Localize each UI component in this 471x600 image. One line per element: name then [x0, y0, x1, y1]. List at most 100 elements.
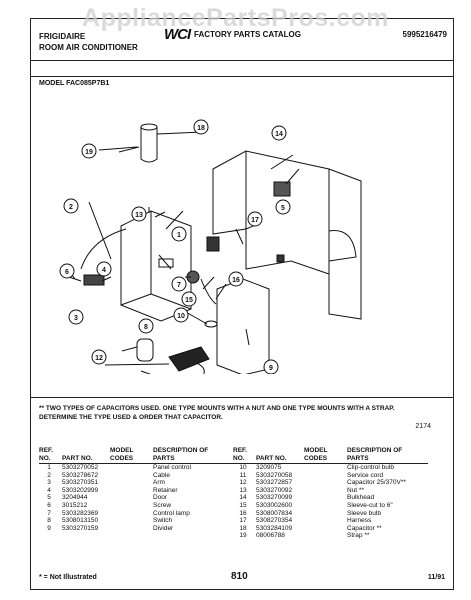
- header-model: MODEL CODES: [110, 447, 153, 464]
- table-row: 8 5308013150 Switch: [39, 517, 234, 525]
- diagram-rule: [31, 397, 453, 398]
- callout-15: 15: [181, 291, 197, 307]
- control-panel-edges: [120, 211, 192, 310]
- bulkhead-edges: [245, 151, 330, 274]
- model-code-cell: [110, 479, 153, 487]
- callout-17: 17: [247, 211, 263, 227]
- part-number-cell: 5303272857: [256, 479, 293, 487]
- part-number-cell: 5303278672: [62, 471, 99, 479]
- part-number-cell: 5303270058: [256, 471, 293, 479]
- ref-cell: 8: [47, 517, 51, 525]
- model-code-cell: [110, 510, 153, 518]
- model-code-cell: [110, 472, 153, 480]
- retainer-part: [83, 274, 105, 286]
- model-code-cell: [110, 502, 153, 510]
- wci-logo: WCI: [164, 26, 191, 43]
- callout-1: 1: [171, 226, 187, 242]
- harness-part: [235, 228, 244, 245]
- header-desc: DESCRIPTION OF PARTS: [347, 447, 428, 464]
- part-number-cell: 5308013150: [62, 517, 99, 525]
- ref-cell: 4: [47, 486, 51, 494]
- ref-cell: 9: [47, 524, 51, 532]
- part-number-cell: 5303270092: [256, 486, 293, 494]
- description-cell: Capacitor **: [347, 524, 382, 532]
- switch-part: [206, 236, 220, 252]
- svg-text:6: 6: [65, 269, 69, 276]
- description-cell: Divider: [153, 524, 174, 532]
- part-number-cell: 5303270099: [256, 494, 293, 502]
- svg-text:10: 10: [177, 313, 185, 320]
- header-ref: REF. NO.: [233, 447, 256, 464]
- model-code-cell: [110, 464, 153, 472]
- header-part: PART NO.: [62, 447, 110, 464]
- ref-cell: 15: [239, 501, 247, 509]
- model-code-cell: [304, 479, 347, 487]
- ref-cell: 19: [239, 532, 247, 540]
- clip-part: [204, 320, 218, 328]
- exploded-parts-diagram: 1 2 3 4 5 6 7 8 9 10 11 12 13 14 15 16 1…: [59, 119, 362, 374]
- callout-7: 7: [171, 276, 187, 292]
- header-ref: REF. NO.: [39, 447, 62, 464]
- model-code-cell: [110, 487, 153, 495]
- description-cell: Capacitor 25/370V**: [347, 479, 406, 487]
- cord-plug: [168, 346, 210, 372]
- header-model: MODEL CODES: [304, 447, 347, 464]
- ref-cell: 17: [239, 517, 247, 525]
- product-name: ROOM AIR CONDITIONER: [39, 43, 138, 52]
- description-cell: Harness: [347, 517, 372, 525]
- svg-text:8: 8: [144, 324, 148, 331]
- description-cell: Switch: [153, 517, 173, 525]
- description-cell: Service cord: [347, 471, 384, 479]
- footer-note: * = Not Illustrated: [39, 574, 97, 581]
- part-number-cell: 5303270159: [62, 524, 99, 532]
- svg-text:1: 1: [177, 232, 181, 239]
- part-number-cell: 5303282369: [62, 509, 99, 517]
- model-code-cell: [304, 464, 347, 472]
- table-header-row: REF. NO. PART NO. MODEL CODES DESCRIPTIO…: [233, 447, 428, 464]
- capacitor-strap-part: [140, 127, 158, 163]
- model-label: MODEL FAC085P7B1: [39, 80, 110, 87]
- ref-cell: 1: [47, 464, 51, 471]
- ref-cell: 7: [47, 509, 51, 517]
- divider-part: [216, 278, 270, 374]
- svg-text:18: 18: [197, 125, 205, 132]
- sleeve-part: [200, 278, 217, 305]
- callout-8: 8: [138, 318, 154, 334]
- callout-12: 12: [91, 349, 107, 365]
- part-number-cell: 3204944: [62, 494, 88, 502]
- leader-lines: [71, 131, 300, 366]
- parts-catalog-page: FRIGIDAIRE ROOM AIR CONDITIONER WCI FACT…: [30, 18, 454, 590]
- parts-table-left: REF. NO. PART NO. MODEL CODES DESCRIPTIO…: [39, 447, 234, 532]
- catalog-title: FACTORY PARTS CATALOG: [194, 30, 301, 39]
- callout-19: 19: [81, 143, 97, 159]
- model-code-cell: [304, 517, 347, 525]
- callout-16: 16: [228, 271, 244, 287]
- ref-cell: 14: [239, 494, 247, 502]
- ref-cell: 10: [239, 464, 247, 471]
- part-number-cell: 5303002600: [256, 501, 293, 509]
- ref-cell: 3: [47, 479, 51, 487]
- ref-cell: 13: [239, 486, 247, 494]
- callout-10: 10: [173, 307, 189, 323]
- description-cell: Door: [153, 494, 168, 502]
- doc-number: 5995216479: [402, 30, 448, 39]
- control-panel-window: [158, 258, 174, 268]
- table-header-row: REF. NO. PART NO. MODEL CODES DESCRIPTIO…: [39, 447, 234, 464]
- description-cell: Control lamp: [153, 509, 190, 517]
- door-part: [273, 181, 291, 197]
- ref-cell: 6: [47, 501, 51, 509]
- description-cell: Clip-control bulb: [347, 464, 394, 471]
- callout-13: 13: [131, 206, 147, 222]
- parts-table-right: REF. NO. PART NO. MODEL CODES DESCRIPTIO…: [233, 447, 428, 540]
- description-cell: Cable: [153, 471, 170, 479]
- part-number-cell: 08006788: [256, 532, 285, 540]
- header-brand: FRIGIDAIRE ROOM AIR CONDITIONER: [39, 31, 138, 53]
